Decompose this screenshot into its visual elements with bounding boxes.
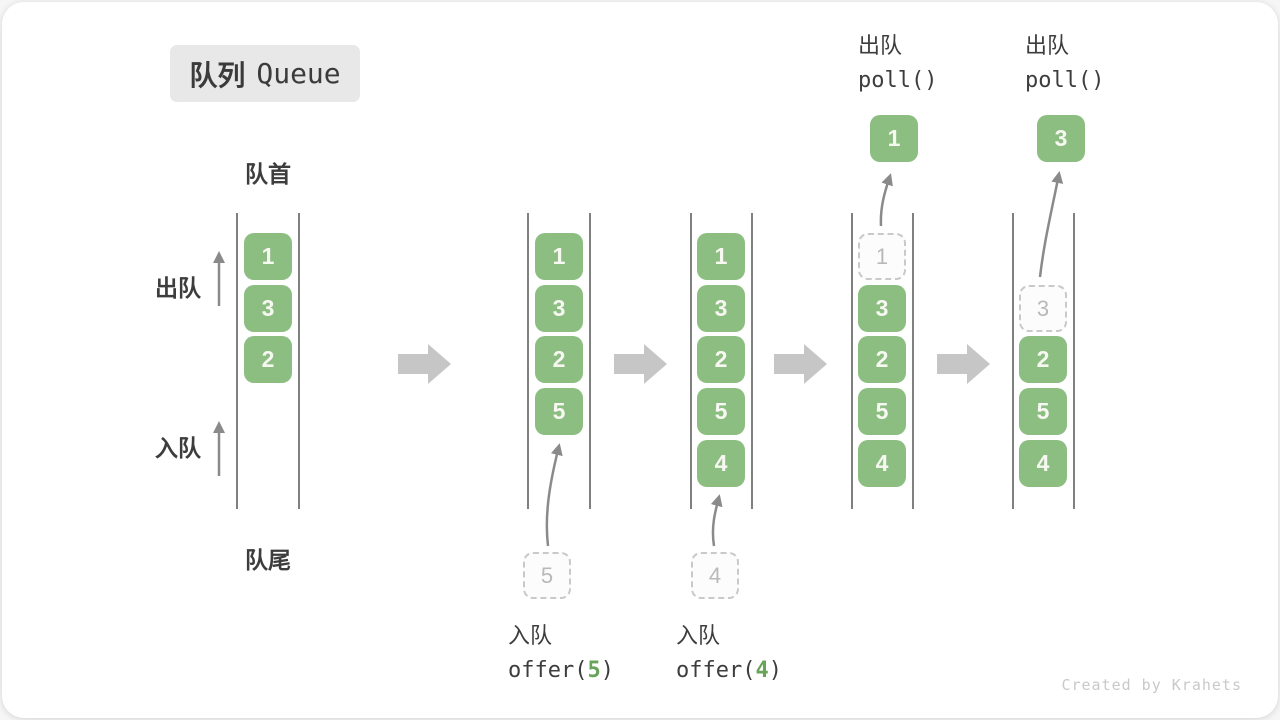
- poll1-op-label: 出队: [858, 33, 903, 58]
- queue1-item: 2: [244, 336, 292, 383]
- queue2-incoming-item: 5: [523, 552, 571, 599]
- queue2-item: 5: [535, 388, 583, 435]
- enqueue5-op-caption: 入队 offer(5): [508, 618, 614, 688]
- dequeue-side-label: 出队: [155, 275, 201, 301]
- queue2-item: 3: [535, 285, 583, 332]
- queue5-polled-item: 3: [1037, 115, 1085, 162]
- queue4-polled-item: 1: [870, 115, 918, 162]
- queue2-item: 2: [535, 336, 583, 383]
- queue4-item: 4: [858, 440, 906, 487]
- enqueue4-op-code: offer(4): [676, 658, 782, 683]
- queue4-item: 5: [858, 388, 906, 435]
- poll3-arrow-icon: [1038, 171, 1064, 278]
- thin-arrows: [213, 171, 1064, 547]
- enqueue5-op-code: offer(5): [508, 658, 614, 683]
- enqueue4-arrow-icon: [710, 494, 723, 547]
- queue3-incoming-item: 4: [691, 552, 739, 599]
- queue3-item: 4: [697, 440, 745, 487]
- enqueue5-op-label: 入队: [508, 623, 553, 648]
- watermark: Created by Krahets: [1061, 676, 1242, 694]
- queue5-item: 5: [1019, 388, 1067, 435]
- queue2-item: 1: [535, 233, 583, 280]
- enqueue4-op-caption: 入队 offer(4): [676, 618, 782, 688]
- enqueue-side-label: 入队: [155, 435, 201, 461]
- queue5-item: 4: [1019, 440, 1067, 487]
- flow-arrow-icon-3: [774, 344, 827, 384]
- flow-arrow-icon-4: [937, 344, 990, 384]
- queue3-item: 1: [697, 233, 745, 280]
- queue4-removed-item: 1: [858, 233, 906, 280]
- poll3-op-caption: 出队 poll(): [1025, 28, 1104, 98]
- queue-front-label: 队首: [245, 161, 291, 187]
- poll3-op-label: 出队: [1025, 33, 1070, 58]
- queue3-item: 2: [697, 336, 745, 383]
- queue3-item: 3: [697, 285, 745, 332]
- poll1-op-code: poll(): [858, 68, 938, 93]
- queue4-item: 2: [858, 336, 906, 383]
- flow-arrow-icon-2: [614, 344, 667, 384]
- poll1-arrow-icon: [879, 173, 893, 227]
- queue1-item: 3: [244, 285, 292, 332]
- queue5-item: 2: [1019, 336, 1067, 383]
- flow-arrow-icon-1: [398, 344, 451, 384]
- queue3-item: 5: [697, 388, 745, 435]
- title-badge: 队列 Queue: [170, 45, 360, 102]
- queue1-item: 1: [244, 233, 292, 280]
- poll1-op-caption: 出队 poll(): [858, 28, 937, 98]
- enqueue5-arrow-icon: [545, 443, 563, 547]
- queue-walls: [236, 213, 1075, 509]
- title-zh: 队列: [189, 59, 246, 91]
- enqueue4-op-label: 入队: [676, 623, 721, 648]
- poll3-op-code: poll(): [1025, 68, 1105, 93]
- queue5-removed-item: 3: [1019, 285, 1067, 332]
- queue-rear-label: 队尾: [245, 547, 291, 573]
- title-en: Queue: [256, 57, 341, 90]
- queue4-item: 3: [858, 285, 906, 332]
- flow-arrows: [398, 344, 990, 384]
